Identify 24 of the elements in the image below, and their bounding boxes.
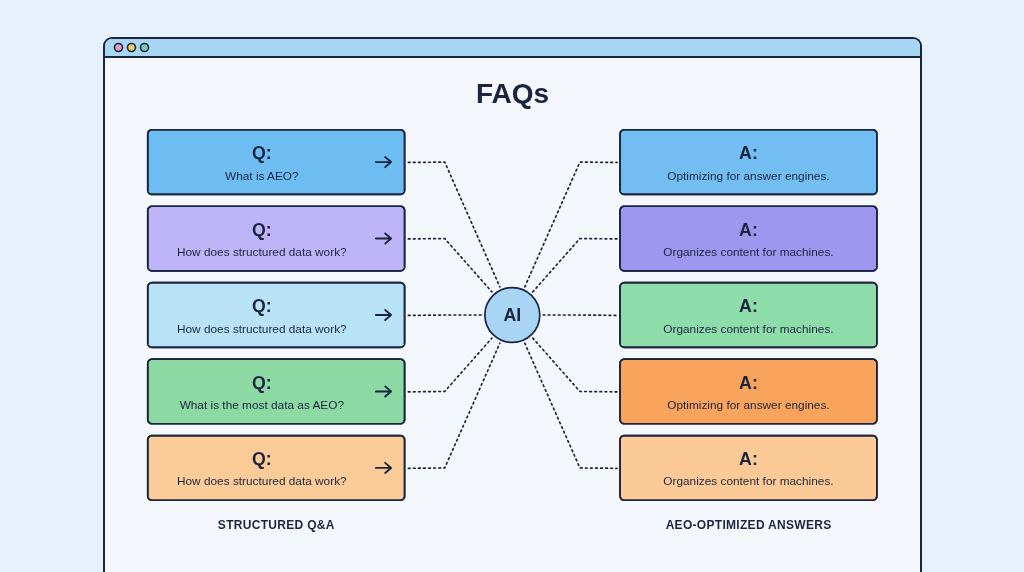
dotted-connector <box>407 161 501 288</box>
answer-card: A: Organizes content for machines. <box>619 281 878 349</box>
dotted-connector <box>542 314 619 317</box>
dotted-connector <box>407 237 493 293</box>
dotted-connector <box>407 337 493 393</box>
dotted-connector <box>407 314 483 317</box>
answer-card: A: Organizes content for machines. <box>619 205 878 272</box>
question-card: Q: How does structured data work? <box>147 434 406 502</box>
answer-card: A: Organizes content for machines. <box>619 434 878 502</box>
page-title: FAQs <box>475 77 550 111</box>
column-caption: STRUCTURED Q&A <box>217 518 335 534</box>
answer-card: A: Optimizing for answer engines. <box>619 358 878 425</box>
dotted-connector <box>532 337 619 393</box>
column-caption: AEO-OPTIMIZED ANSWERS <box>665 518 832 534</box>
question-card: Q: What is the most data as AEO? <box>147 358 406 425</box>
question-card: Q: How does structured data work? <box>147 205 406 272</box>
ai-circle-node: AI <box>484 286 541 344</box>
dotted-connector <box>524 161 619 288</box>
question-card: Q: How does structured data work? <box>147 281 406 349</box>
question-card: Q: What is AEO? <box>147 128 406 196</box>
dotted-connector <box>532 237 619 293</box>
dotted-connector <box>524 342 619 470</box>
dotted-connector <box>407 342 501 470</box>
answer-card: A: Optimizing for answer engines. <box>619 128 878 196</box>
